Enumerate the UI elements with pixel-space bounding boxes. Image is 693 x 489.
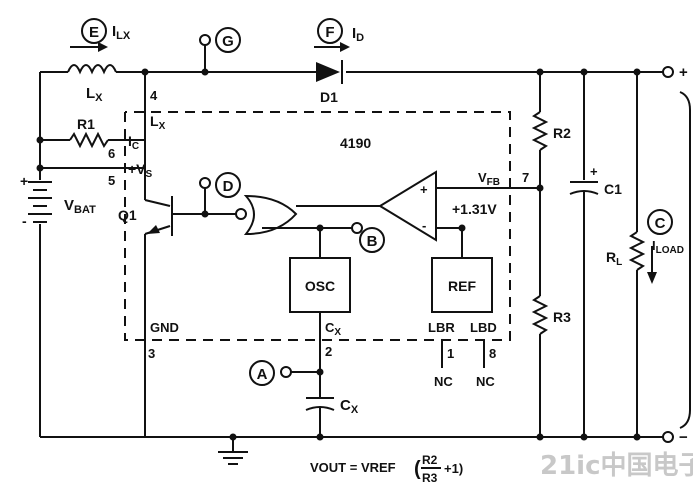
label-rl: RL [606,249,622,268]
label-inductor: LX [86,85,103,104]
pin-4: 4 [150,88,158,103]
testpoint-f: F [317,18,343,44]
testpoint-a: A [249,360,275,386]
pinlabel-vfb: VFB [478,170,500,188]
label-vbat: VBAT [64,197,96,216]
comparator [378,170,437,242]
ilx-arrow [70,42,108,52]
svg-text:VOUT = VREF: VOUT = VREF [310,460,396,475]
battery-vbat [28,181,52,223]
testpoint-c: C [647,209,673,235]
pinlabel-ic: IC [128,133,139,152]
bat-plus: + [20,173,28,189]
pin-7: 7 [522,170,529,185]
label-id: ID [352,25,364,44]
ic-boundary [124,111,511,341]
out-plus: + [679,64,688,81]
svg-text:+1): +1) [444,461,463,476]
label-d1: D1 [320,89,338,105]
out-minus: − [679,429,688,446]
terminal-out-minus [662,431,674,443]
inductor-lx-coil [67,64,117,75]
vout-formula: VOUT = VREF ( R2 R3 +1) [310,453,463,485]
terminal-a [280,366,292,378]
svg-text:R2: R2 [422,453,438,467]
label-r2: R2 [553,125,571,141]
label-osc: OSC [305,278,335,294]
label-c1: C1 [604,181,622,197]
testpoint-b: B [359,227,385,253]
svg-text:A: A [257,366,268,383]
terminal-d [199,177,211,189]
pinlabel-lbd: LBD [470,320,497,335]
pin-6: 6 [108,146,115,161]
pin-1: 1 [447,346,454,361]
svg-text:D: D [223,178,234,195]
transistor-q1 [144,196,236,236]
pin-8: 8 [489,346,496,361]
output-brace [679,91,691,429]
label-chip: 4190 [340,135,371,151]
junction-dots [36,68,641,441]
terminal-b [351,222,363,234]
svg-text:E: E [89,24,99,41]
diode-d1 [316,60,343,84]
capacitor-cx [305,397,335,411]
svg-text:(: ( [414,458,421,480]
label-r1: R1 [77,116,95,132]
testpoint-d: D [215,172,241,198]
resistor-r2 [531,111,549,151]
pin-3: 3 [148,346,155,361]
terminal-g [199,34,211,46]
resistor-r1 [69,131,109,149]
testpoint-g: G [215,27,241,53]
amp-plus: + [420,182,428,197]
label-cx-cap: CX [340,397,359,416]
testpoint-e: E [81,18,107,44]
svg-text:G: G [222,33,234,50]
watermark-logo: 21ic中国电子网 [540,451,693,481]
pinlabel-lx: LX [150,113,166,132]
label-r3: R3 [553,309,571,325]
resistor-r3 [531,295,549,335]
label-nc2: NC [476,374,495,389]
svg-text:C: C [655,215,666,232]
iload-arrow-head [647,272,657,284]
pinlabel-gnd: GND [150,320,179,335]
label-q1: Q1 [118,207,137,223]
label-nc1: NC [434,374,453,389]
id-arrow [314,42,350,52]
capacitor-c1 [569,181,599,195]
svg-text:B: B [367,233,378,250]
resistor-rl [628,231,646,271]
svg-text:F: F [325,24,334,41]
pinlabel-vs: +VS [128,161,153,180]
label-ilx: ILX [112,23,131,42]
ground-icon [218,437,248,465]
c1-plus: + [590,164,598,179]
terminal-out-plus [662,66,674,78]
label-iload: ILOAD [652,238,684,256]
pinlabel-cx: CX [325,320,341,338]
label-ref: REF [448,278,476,294]
label-ref-voltage: +1.31V [452,201,497,217]
pin-2: 2 [325,344,332,359]
nor-bubble [235,208,247,220]
ref-box [431,257,493,313]
bat-minus: - [22,213,27,229]
amp-minus: - [422,218,426,233]
svg-text:R3: R3 [422,471,438,485]
pin-5: 5 [108,173,115,188]
pinlabel-lbr: LBR [428,320,455,335]
